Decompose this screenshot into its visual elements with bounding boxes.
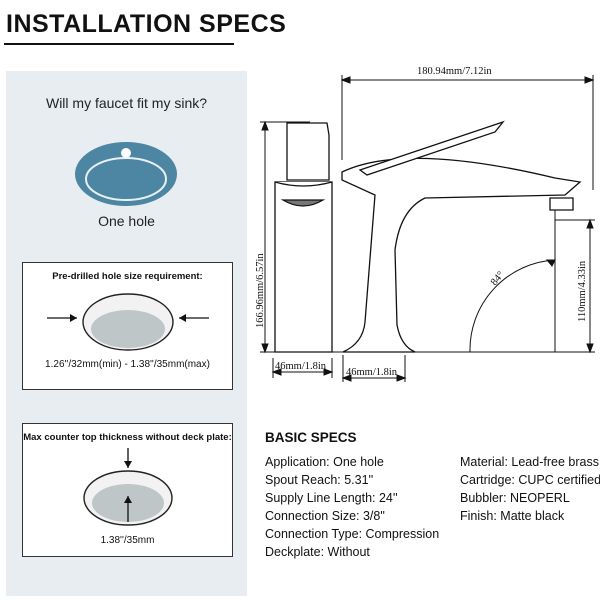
spec-application: Application: One hole	[265, 455, 384, 469]
fit-question: Will my faucet fit my sink?	[45, 95, 208, 111]
spec-spout-reach: Spout Reach: 5.31''	[265, 473, 374, 487]
hole-size-range: 1.26''/32mm(min) - 1.38''/35mm(max)	[45, 359, 210, 370]
counter-thickness-label: Max counter top thickness without deck p…	[23, 432, 232, 443]
height-label: 166.96mm/6.57in	[255, 253, 266, 328]
sink-top-view-icon	[75, 142, 177, 206]
overall-length-label: 180.94mm/7.12in	[417, 66, 492, 77]
spec-deckplate: Deckplate: Without	[265, 545, 370, 559]
hole-count-label: One hole	[98, 213, 155, 229]
spec-cartridge: Cartridge: CUPC certified	[460, 473, 600, 487]
base-width-label: 46mm/1.8in	[346, 367, 398, 378]
spout-height-label: 110mm/4.33in	[577, 260, 588, 322]
counter-thickness-card: Max counter top thickness without deck p…	[22, 423, 233, 557]
page-title: INSTALLATION SPECS	[6, 10, 287, 38]
faucet-dimension-diagram: 180.94mm/7.12in 166.96mm/6.57in 110mm/4.…	[255, 66, 595, 382]
spec-connection-size: Connection Size: 3/8"	[265, 509, 385, 523]
spec-connection-type: Connection Type: Compression	[265, 527, 440, 541]
handle-width-label: 46mm/1.8in	[275, 361, 327, 372]
counter-thickness-value: 1.38''/35mm	[100, 535, 155, 546]
angle-label: 84°	[489, 270, 507, 288]
spec-material: Material: Lead-free brass	[460, 455, 599, 469]
sink-fit-panel: Will my faucet fit my sink? One hole Pre…	[6, 71, 247, 596]
basic-specs-title: BASIC SPECS	[265, 430, 357, 445]
spec-supply-line: Supply Line Length: 24''	[265, 491, 398, 505]
title-underline	[4, 43, 234, 45]
thickness-diagram-icon	[83, 448, 173, 526]
hole-size-label: Pre-drilled hole size requirement:	[52, 271, 203, 282]
spec-bubbler: Bubbler: NEOPERL	[460, 491, 570, 505]
hole-diagram-icon	[47, 293, 209, 351]
spec-finish: Finish: Matte black	[460, 509, 565, 523]
hole-size-card: Pre-drilled hole size requirement: 1.26'…	[22, 262, 233, 390]
